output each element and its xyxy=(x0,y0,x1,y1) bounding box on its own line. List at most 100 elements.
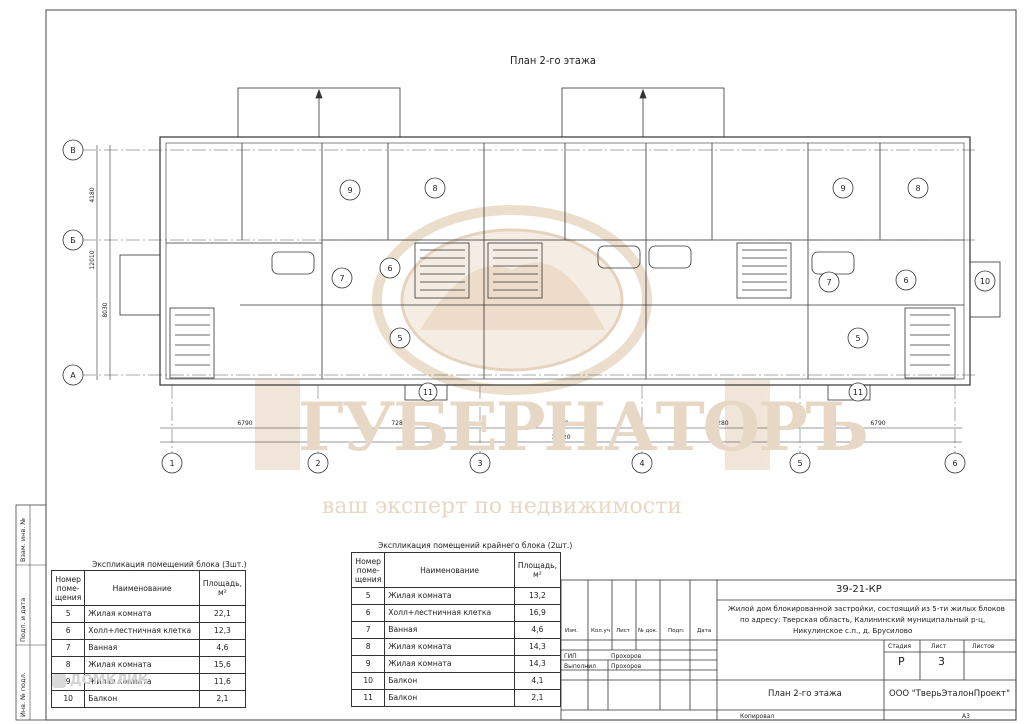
axis-number: 4 xyxy=(639,459,644,468)
stamp-sheets-label: Листов xyxy=(972,643,995,650)
cell: 10 xyxy=(350,672,386,690)
cell: 12,3 xyxy=(198,622,247,640)
cell: 4,1 xyxy=(513,672,562,690)
stamp-gip-label: ГИП xyxy=(564,653,577,660)
cell: Холл+лестничная клетка xyxy=(84,622,200,640)
room-number: 5 xyxy=(397,334,402,343)
cell: Ванная xyxy=(384,621,515,639)
table2: Номер поме-щения Наименование Площадь, м… xyxy=(350,552,562,707)
stamp-description: по адресу: Тверская область, Калининский… xyxy=(740,615,986,624)
axis-number: 1 xyxy=(169,459,174,468)
cell: 11,6 xyxy=(198,673,247,691)
cell: 4,6 xyxy=(513,621,562,639)
stamp-exec-label: Выполнил xyxy=(564,663,596,670)
room-number: 10 xyxy=(980,277,990,286)
cell: Балкон xyxy=(384,689,515,707)
table1-caption: Экспликация помещений блока (3шт.) xyxy=(92,560,247,569)
side-label: Подп. и дата xyxy=(19,597,27,642)
axis-number: 5 xyxy=(797,459,802,468)
cell: 2,1 xyxy=(513,689,562,707)
room-number: 7 xyxy=(826,278,831,287)
stamp-description: Никулинское с.п., д. Брусилово xyxy=(793,626,913,635)
stamp-sheet: 3 xyxy=(938,655,945,668)
dim-bottom: 6790 xyxy=(237,420,252,427)
cell: Балкон xyxy=(84,690,200,708)
room-number: 9 xyxy=(840,184,845,193)
table1-head: Наименование xyxy=(84,570,200,606)
cell: 10 xyxy=(50,690,86,708)
stamp-col: № док. xyxy=(638,628,658,634)
stamp-sheet-label: Лист xyxy=(931,643,947,650)
stamp-col: Изм. xyxy=(565,628,578,634)
watermark-slogan: ваш эксперт по недвижимости xyxy=(322,494,682,519)
dim-left: 12010 xyxy=(89,250,96,269)
dim-left: 4180 xyxy=(89,187,96,202)
table2-head: Номер поме-щения xyxy=(350,552,386,588)
axis-number: 6 xyxy=(952,459,957,468)
stamp-company: ООО "ТверьЭталонПроект" xyxy=(889,689,1011,699)
logo: ДОМКЛИК xyxy=(52,673,149,688)
cell: 9 xyxy=(350,655,386,673)
table1: Номер поме-щения Наименование Площадь, м… xyxy=(50,570,247,708)
stamp-stage-label: Стадия xyxy=(888,643,912,650)
room-number: 6 xyxy=(387,264,392,273)
stamp-code: 39-21-КР xyxy=(836,584,882,595)
cell: Балкон xyxy=(384,672,515,690)
room-number: 11 xyxy=(853,388,863,397)
side-label: Взам. инв. № xyxy=(19,517,27,562)
dim-bottom: 7280 xyxy=(713,420,728,427)
dim-total: 35420 xyxy=(551,434,570,441)
cell: 6 xyxy=(50,622,86,640)
axis-letter: А xyxy=(70,371,76,380)
room-number: 8 xyxy=(915,184,920,193)
cell: 4,6 xyxy=(198,639,247,657)
cell: Холл+лестничная клетка xyxy=(384,604,515,622)
cell: 5 xyxy=(50,605,86,623)
dim-bottom: 7280 xyxy=(391,420,406,427)
cell: 2,1 xyxy=(198,690,247,708)
stamp-exec-name: Прохоров xyxy=(611,663,642,670)
table2-caption: Экспликация помещений крайнего блока (2ш… xyxy=(378,541,573,550)
cell: 8 xyxy=(50,656,86,674)
watermark-emblem xyxy=(255,205,770,470)
room-number: 6 xyxy=(903,276,908,285)
drawing-title: План 2-го этажа xyxy=(510,54,596,67)
cell: Жилая комната xyxy=(384,587,515,605)
table1-head: Площадь, м² xyxy=(198,570,247,606)
cell: 7 xyxy=(350,621,386,639)
stamp-copied: Копировал xyxy=(740,713,775,720)
cell: 13,2 xyxy=(513,587,562,605)
stamp-col: Дата xyxy=(697,628,712,634)
cell: Жилая комната xyxy=(384,638,515,656)
cell: Жилая комната xyxy=(84,605,200,623)
stamp-col: Кол.уч xyxy=(591,628,611,634)
table1-head: Номер поме-щения xyxy=(50,570,86,606)
cell: 14,3 xyxy=(513,655,562,673)
cell: 7 xyxy=(50,639,86,657)
room-number: 7 xyxy=(339,274,344,283)
room-number: 11 xyxy=(423,388,433,397)
stamp-format: А3 xyxy=(962,713,970,720)
table2-head: Площадь, м² xyxy=(513,552,562,588)
dim-bottom: 7280 xyxy=(553,420,568,427)
cell: 15,6 xyxy=(198,656,247,674)
dim-bottom: 6790 xyxy=(870,420,885,427)
cell: 6 xyxy=(350,604,386,622)
room-number: 9 xyxy=(347,186,352,195)
cell: 5 xyxy=(350,587,386,605)
stamp-drawing-title: План 2-го этажа xyxy=(768,689,842,699)
stamp-gip-name: Прохоров xyxy=(611,653,642,660)
stamp-stage: Р xyxy=(898,655,905,668)
